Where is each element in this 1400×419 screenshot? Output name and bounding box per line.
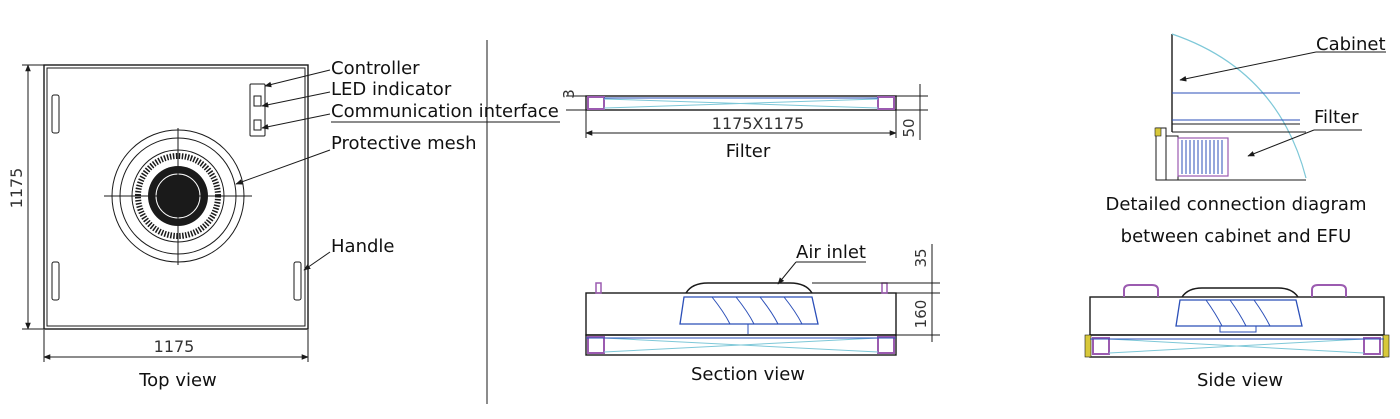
section-blade-1 <box>711 296 731 325</box>
leader-handle <box>303 251 331 271</box>
caption-side-view: Side view <box>1197 370 1283 391</box>
side-blade-2 <box>1229 299 1247 327</box>
leader-controller <box>264 69 331 88</box>
detail-gasket <box>1154 127 1162 137</box>
side-media-2 <box>1108 338 1365 354</box>
filter-frame <box>585 95 897 111</box>
caption-filter: Filter <box>726 141 771 162</box>
dim-filter-size-label: 1175X1175 <box>712 114 804 133</box>
detail-view: Cabinet Filter Detailed connection diagr… <box>1106 33 1386 247</box>
caption-section-view: Section view <box>691 364 805 385</box>
leader-mesh <box>235 149 331 185</box>
handle-slot-bottom-left <box>51 261 60 301</box>
section-filter-right <box>877 336 895 354</box>
side-gasket-right <box>1382 334 1390 358</box>
handle-slot-right <box>293 261 302 301</box>
leader-cabinet <box>1179 51 1317 82</box>
side-housing <box>1089 296 1385 336</box>
side-blade-1 <box>1205 299 1223 327</box>
section-inlet-dome <box>685 282 813 294</box>
section-lug-right <box>881 282 888 294</box>
dim-3-label: 3 <box>560 89 578 99</box>
detail-frame <box>1165 135 1179 181</box>
led-indicator <box>253 95 262 107</box>
side-blade-3 <box>1253 299 1271 327</box>
label-handle: Handle <box>331 236 394 257</box>
label-communication-interface: Communication interface <box>331 101 559 122</box>
label-detail-filter: Filter <box>1314 107 1359 128</box>
side-motor <box>1219 325 1257 333</box>
filter-media-2 <box>603 98 879 109</box>
side-handle-right <box>1311 284 1347 297</box>
filter-right-end <box>877 96 895 110</box>
top-view-inner-frame <box>46 67 306 327</box>
section-filter <box>585 334 897 356</box>
section-blade-2 <box>735 296 755 325</box>
side-inlet-dome <box>1181 287 1299 298</box>
handle-slot-top-left <box>51 94 60 134</box>
leader-air-inlet <box>777 261 797 285</box>
top-view-panel <box>43 64 309 330</box>
label-cabinet: Cabinet <box>1316 34 1386 55</box>
leader-detail-filter <box>1247 129 1315 157</box>
label-air-inlet: Air inlet <box>796 242 866 263</box>
caption-detail-line1: Detailed connection diagram <box>1106 194 1367 215</box>
side-filter-right <box>1363 337 1381 355</box>
section-fan <box>679 296 819 325</box>
section-media-2 <box>603 337 879 353</box>
section-housing <box>585 292 897 336</box>
controller-box <box>249 83 266 137</box>
top-view: 1175 1175 Controller LED indicator Commu… <box>7 58 560 391</box>
side-view: Side view <box>1084 284 1390 391</box>
label-led-indicator: LED indicator <box>331 79 452 100</box>
section-view: Air inlet 35 160 Section view <box>585 242 940 385</box>
caption-top-view: Top view <box>138 370 217 391</box>
filter-view: 3 1175X1175 50 Filter <box>560 84 928 162</box>
section-lug-left <box>595 282 602 294</box>
communication-port <box>253 119 262 131</box>
section-filter-left <box>587 336 605 354</box>
dim-width-label: 1175 <box>154 337 195 356</box>
leader-comm <box>261 113 331 130</box>
caption-detail-line2: between cabinet and EFU <box>1121 226 1352 247</box>
side-fan <box>1175 299 1303 327</box>
filter-left-end <box>587 96 605 110</box>
dim-height-label: 1175 <box>7 168 26 209</box>
section-blade-3 <box>759 296 779 325</box>
dim-50-label: 50 <box>900 118 918 137</box>
label-protective-mesh: Protective mesh <box>331 133 477 154</box>
detail-filter-block <box>1177 137 1229 177</box>
side-handle-left <box>1123 284 1159 297</box>
detail-filter-pleats <box>1181 140 1223 174</box>
dim-160-label: 160 <box>912 300 930 329</box>
label-controller: Controller <box>331 58 420 79</box>
section-blade-4 <box>783 296 803 325</box>
cabinet-arc <box>1171 33 1307 179</box>
dim-35-label: 35 <box>912 248 930 267</box>
side-gasket-left <box>1084 334 1092 358</box>
leader-led <box>261 91 331 108</box>
side-filter-left <box>1092 337 1110 355</box>
